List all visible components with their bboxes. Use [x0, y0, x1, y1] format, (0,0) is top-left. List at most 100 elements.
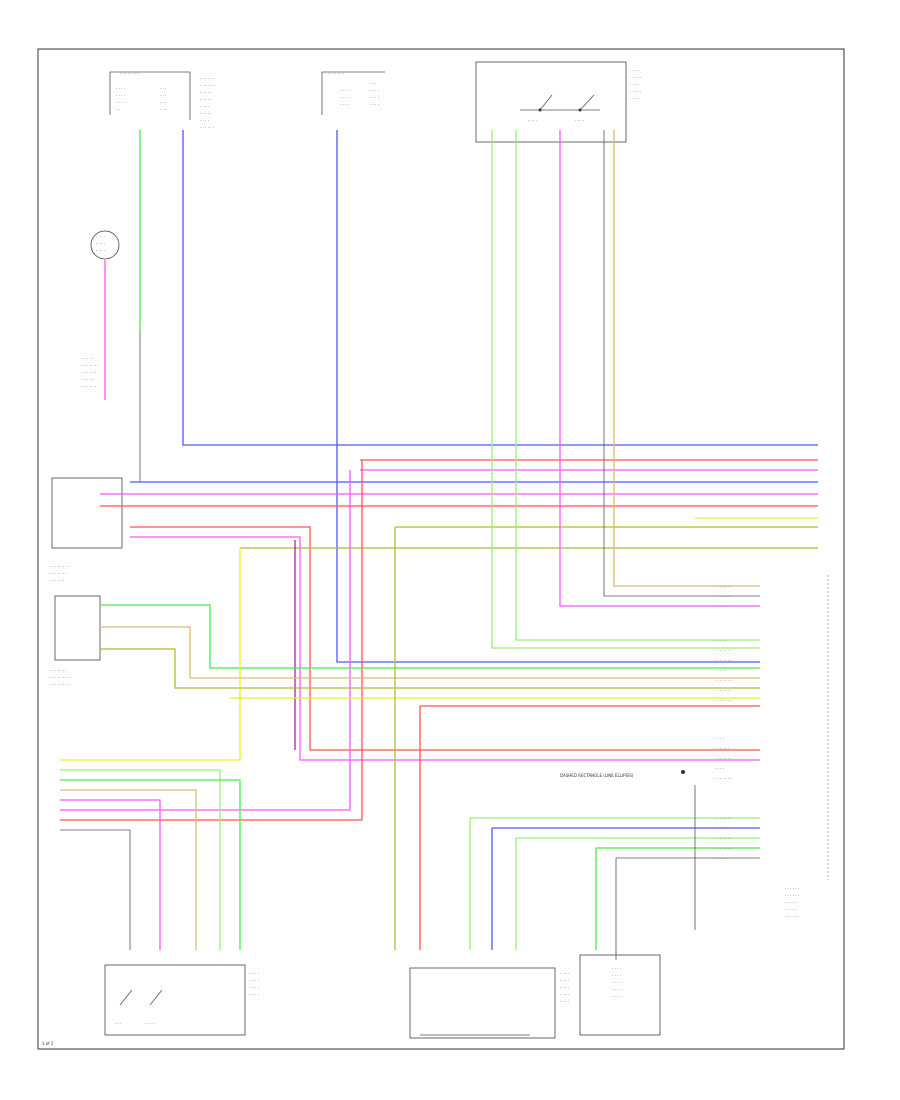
- svg-text:· · ·: · · ·: [160, 86, 166, 91]
- upper-left-sensor: · · · · · · · · · · · ·: [90, 230, 120, 260]
- wire-pink-6: [559, 130, 760, 607]
- wire-lightgreen-5: [515, 837, 760, 950]
- bottom-left-switch: · · · · · · · · · · · · · · · · · · · · …: [104, 964, 259, 1036]
- svg-text:· · · ·: · · · ·: [715, 766, 724, 771]
- svg-text:· · · · · · · · ·: · · · · · · · · ·: [50, 675, 72, 680]
- svg-text:· · · ·: · · · ·: [250, 992, 259, 997]
- wire-olive-3: [100, 648, 760, 689]
- svg-text:· · · ·: · · · ·: [340, 95, 349, 100]
- svg-text:· · · · · · ·: · · · · · · ·: [50, 668, 67, 673]
- svg-text:· · · ·: · · · ·: [630, 96, 639, 101]
- svg-text:· · · ·: · · · ·: [715, 736, 724, 741]
- svg-text:· · · · ·: · · · · ·: [715, 604, 726, 609]
- svg-text:· · · ·: · · · ·: [370, 95, 379, 100]
- svg-text:· · · ·: · · · ·: [612, 980, 621, 985]
- wire-gray-3: [60, 829, 131, 950]
- center-note: DASHED RECTANGLE (LINE ELLIPSIS): [560, 773, 634, 778]
- svg-text:· · · ·: · · · ·: [340, 102, 349, 107]
- svg-text:· · · ·: · · · ·: [612, 994, 621, 999]
- wire-lightgreen-1: [491, 130, 760, 649]
- wire-blue-4: [491, 827, 760, 950]
- svg-text:· · · ·: · · · ·: [370, 102, 379, 107]
- svg-text:· · · · ·: · · · · ·: [785, 907, 796, 912]
- right-module-label: · · · · · · · · · · · · · · · · · · · · …: [785, 886, 799, 919]
- wire-red-3: [130, 526, 760, 751]
- bottom-center-switch: · · · · · · · · · · · · · · · · · · · ·: [409, 967, 569, 1039]
- svg-text:· · · · · · ·: · · · · · · ·: [50, 571, 67, 576]
- svg-text:· · · · ·: · · · · ·: [715, 638, 726, 643]
- svg-text:· · ·: · · ·: [160, 100, 166, 105]
- svg-text:· · · ·: · · · ·: [630, 68, 639, 73]
- svg-text:· · · ·: · · · ·: [528, 118, 537, 123]
- wire-red-4: [60, 460, 363, 821]
- svg-text:· · · · · ·: · · · · · ·: [82, 384, 96, 389]
- svg-text:· · · · · ·: · · · · · ·: [200, 125, 214, 130]
- wire-lightgreen-3: [60, 769, 221, 950]
- left-control-module: · · · · · · · · · · · · · · · · · · · · …: [50, 477, 123, 583]
- svg-text:· · · · ·: · · · · ·: [200, 90, 211, 95]
- wire-gray-1: [139, 330, 818, 483]
- svg-text:· · · ·: · · · ·: [145, 1021, 154, 1026]
- wire-blue-1: [182, 130, 818, 446]
- svg-text:· · · ·: · · · ·: [116, 93, 125, 98]
- svg-text:· · · · · · ·: · · · · · · ·: [715, 776, 732, 781]
- wire-pink-5: [60, 470, 351, 811]
- left-mid-switch-group: · · · · · · · · · · · · · · · · · · · · …: [50, 595, 101, 687]
- svg-text:· · · · · ·: · · · · · ·: [785, 893, 799, 898]
- wire-pink-4: [130, 536, 760, 761]
- svg-text:· · · · · · ·: · · · · · · ·: [715, 846, 732, 851]
- svg-text:· · · · · · ·: · · · · · · ·: [715, 584, 732, 589]
- svg-text:· · ·: · · ·: [115, 1021, 121, 1026]
- svg-text:· · · ·: · · · ·: [340, 88, 349, 93]
- svg-text:· · · ·: · · · ·: [96, 234, 105, 239]
- svg-text:· · · · ·: · · · · ·: [785, 900, 796, 905]
- svg-text:· · · · ·: · · · · ·: [630, 89, 641, 94]
- svg-text:· · · · · · · ·: · · · · · · · ·: [50, 682, 69, 687]
- svg-text:· · ·: · · ·: [160, 93, 166, 98]
- top-left-fuse-block: · · · · · · · · · · · · · · · · · · · · …: [109, 71, 214, 130]
- mid-left-sensor-label: · · · · · · · · · · · · · · · · · · · · …: [82, 356, 99, 389]
- svg-text:· · · · · ·: · · · · · ·: [785, 914, 799, 919]
- svg-text:· · · · · · ·: · · · · · · ·: [715, 836, 732, 841]
- svg-text:· · · ·: · · · ·: [560, 978, 569, 983]
- wire-tan-2: [100, 626, 760, 679]
- svg-text:· · · ·: · · · ·: [560, 999, 569, 1004]
- svg-text:· · · ·: · · · ·: [200, 118, 209, 123]
- wire-lightgreen-4: [469, 817, 760, 950]
- wire-gray-4: [615, 857, 760, 960]
- top-right-switch: · · · · · · · · · · · · · · · · · · · · …: [475, 61, 641, 143]
- svg-text:· · · ·: · · · ·: [612, 966, 621, 971]
- svg-text:· · · ·: · · · ·: [200, 104, 209, 109]
- svg-text:· · · · ·: · · · · ·: [715, 826, 726, 831]
- svg-text:· · · ·: · · · ·: [370, 88, 379, 93]
- svg-text:· · · · · · ·: · · · · · · ·: [715, 688, 732, 693]
- svg-text:· · ·: · · ·: [160, 107, 166, 112]
- svg-text:· · · ·: · · · ·: [575, 118, 584, 123]
- svg-text:· · · ·: · · · ·: [116, 86, 125, 91]
- svg-text:· · · · · ·: · · · · · ·: [82, 370, 96, 375]
- svg-text:· · · ·: · · · ·: [250, 978, 259, 983]
- svg-text:· · · · ·: · · · · ·: [715, 856, 726, 861]
- wire-tan-1: [613, 130, 760, 587]
- wire-lightgreen-2: [515, 130, 760, 641]
- svg-text:· · · · · · ·: · · · · · · ·: [715, 658, 732, 663]
- svg-text:· · · · ·: · · · · ·: [630, 75, 641, 80]
- wire-red-5: [419, 705, 760, 950]
- wire-green-2: [100, 604, 760, 669]
- svg-text:· · · · ·: · · · · ·: [715, 668, 726, 673]
- wire-gray-2: [603, 130, 760, 597]
- footer-page-label: 1 of 2: [42, 1041, 54, 1046]
- svg-text:· · · ·: · · · ·: [250, 971, 259, 976]
- svg-text:· · · ·: · · · ·: [250, 985, 259, 990]
- svg-text:· · · · · · ·: · · · · · · ·: [715, 756, 732, 761]
- svg-text:· · · · ·: · · · · ·: [200, 111, 211, 116]
- svg-text:· · · · ·: · · · · ·: [82, 356, 93, 361]
- svg-text:· · · · ·: · · · · ·: [200, 97, 211, 102]
- svg-text:· · · ·: · · · ·: [96, 241, 105, 246]
- ground-marker-icon: [681, 770, 685, 774]
- wire-green-3: [60, 779, 241, 950]
- wire-blue-2: [336, 130, 760, 663]
- svg-text:· · · ·: · · · ·: [560, 985, 569, 990]
- right-connector-pins: · · · · · · · · · · · · · · · · · · · · …: [715, 584, 732, 861]
